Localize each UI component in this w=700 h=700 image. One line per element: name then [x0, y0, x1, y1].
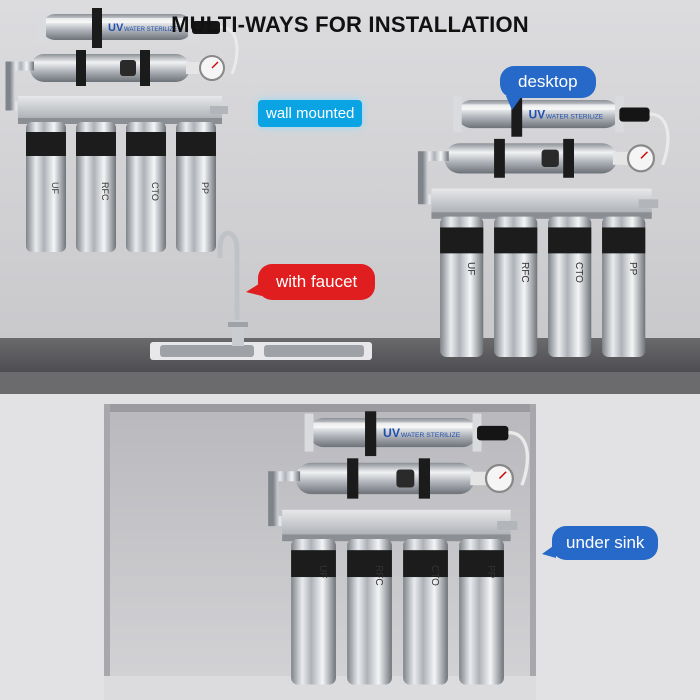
- cartridge-label-uf-desktop: UF: [465, 262, 476, 275]
- wall-mounted-label: wall mounted: [258, 100, 363, 127]
- under-sink-label: under sink: [541, 526, 659, 560]
- cartridge-label-pp-wall: PP: [200, 182, 210, 194]
- sink: [150, 342, 372, 360]
- faucet: [217, 230, 248, 346]
- desktop-label: desktop: [500, 66, 596, 110]
- cartridge-label-cto-wall: CTO: [150, 182, 160, 201]
- cartridge-label-uf-wall: UF: [50, 182, 60, 194]
- cartridge-label-pp-desktop: PP: [627, 262, 638, 276]
- cartridge-label-cto-desktop: CTO: [573, 262, 584, 283]
- cartridge-label-uf-undersink: UF: [317, 565, 328, 578]
- headline: MULTI-WAYS FOR INSTALLATION: [171, 12, 529, 37]
- cartridge-label-rfc-wall: RFC: [100, 182, 110, 201]
- cartridge-label-pp-undersink: PP: [485, 565, 496, 579]
- cartridge-label-cto-undersink: CTO: [429, 565, 440, 586]
- cartridge-label-rfc-undersink: RFC: [373, 565, 384, 586]
- cartridge-label-rfc-desktop: RFC: [519, 262, 530, 283]
- with-faucet-label: with faucet: [245, 264, 376, 300]
